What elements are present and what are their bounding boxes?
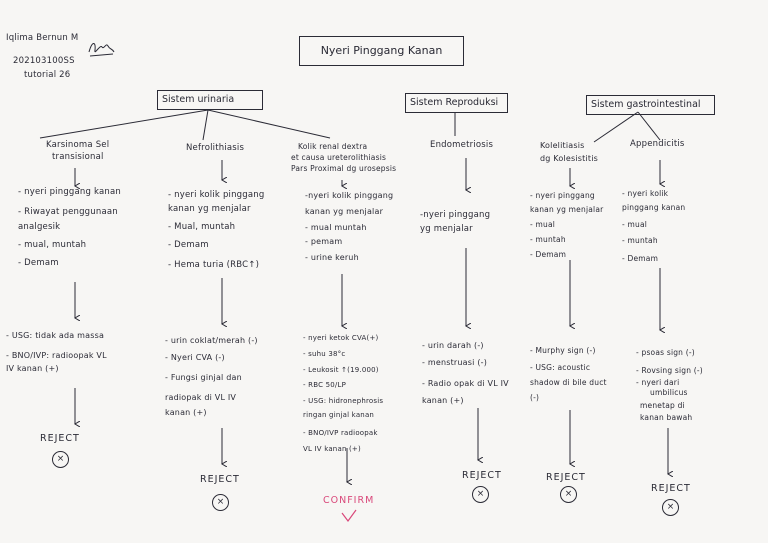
symptom-item: pinggang kanan <box>622 203 686 212</box>
symptom-item: - mual <box>622 220 648 229</box>
diagnosis-name: Karsinoma Sel <box>46 140 110 150</box>
symptom-item: -nyeri kolik pinggang <box>305 191 394 200</box>
symptom-item: - Riwayat penggunaan <box>18 207 118 217</box>
verdict-label: REJECT <box>651 483 691 494</box>
finding-item: - psoas sign (-) <box>636 348 695 357</box>
finding-item: menetap di <box>640 401 685 410</box>
symptom-item: - Demam <box>168 240 209 250</box>
finding-item: - Radio opak di VL IV <box>422 379 509 388</box>
author-id: 202103100SS <box>13 56 75 66</box>
system-reproduksi-box: Sistem Reproduksi <box>405 93 508 113</box>
finding-item: VL IV kanan (+) <box>303 445 361 453</box>
diagnosis-name: transisional <box>52 152 104 162</box>
reject-circle-icon: × <box>472 486 489 503</box>
diagnosis-name: Appendicitis <box>630 139 685 149</box>
symptom-item: - Demam <box>622 254 659 263</box>
finding-item: kanan (+) <box>422 396 464 405</box>
diagnosis-name: et causa ureterolithiasis <box>291 153 387 162</box>
symptom-item: kanan yg menjalar <box>305 207 384 216</box>
finding-item: - Fungsi ginjal dan <box>165 373 242 382</box>
symptom-item: - nyeri kolik <box>622 189 669 198</box>
finding-item: - RBC 50/LP <box>303 381 346 389</box>
symptom-item: - muntah <box>530 235 566 244</box>
finding-item: - Murphy sign (-) <box>530 346 596 355</box>
verdict-label: REJECT <box>462 470 502 481</box>
symptom-item: yg menjalar <box>420 224 473 234</box>
verdict-label: REJECT <box>546 472 586 483</box>
finding-item: IV kanan (+) <box>6 364 59 373</box>
finding-item: - BNO/IVP: radioopak VL <box>6 351 107 360</box>
symptom-item: - Demam <box>530 250 567 259</box>
finding-item: - urin coklat/merah (-) <box>165 336 258 345</box>
diagnosis-name: Pars Proximal dg urosepsis <box>291 164 397 173</box>
diagnosis-name: Nefrolithiasis <box>186 143 245 153</box>
symptom-item: - mual, muntah <box>18 240 87 250</box>
finding-item: umbilicus <box>650 388 688 397</box>
symptom-item: -nyeri pinggang <box>420 210 491 220</box>
symptom-item: - nyeri kolik pinggang <box>168 190 265 200</box>
symptom-item: kanan yg menjalar <box>530 205 604 214</box>
finding-item: - suhu 38°c <box>303 350 346 358</box>
symptom-item: - nyeri pinggang <box>530 191 595 200</box>
verdict-label: REJECT <box>200 474 240 485</box>
signature-icon <box>88 43 115 57</box>
symptom-item: - nyeri pinggang kanan <box>18 187 121 197</box>
reject-circle-icon: × <box>212 494 229 511</box>
reject-circle-icon: × <box>560 486 577 503</box>
finding-item: - Rovsing sign (-) <box>636 366 703 375</box>
finding-item: - BNO/IVP radioopak <box>303 429 378 437</box>
symptom-item: - muntah <box>622 236 658 245</box>
finding-item: - nyeri ketok CVA(+) <box>303 334 379 342</box>
finding-item: - USG: tidak ada massa <box>6 331 105 340</box>
reject-circle-icon: × <box>662 499 679 516</box>
verdict-label: CONFIRM <box>323 495 375 506</box>
verdict-label: REJECT <box>40 433 80 444</box>
finding-item: - menstruasi (-) <box>422 358 488 367</box>
finding-item: - Leukosit ↑(19.000) <box>303 366 379 374</box>
finding-item: - USG: hidronephrosis <box>303 397 384 405</box>
symptom-item: analgesik <box>18 222 61 232</box>
symptom-item: - Demam <box>18 258 59 268</box>
finding-item: ringan ginjal kanan <box>303 411 375 419</box>
finding-item: (-) <box>530 393 540 402</box>
author-tutorial: tutorial 26 <box>24 70 71 80</box>
finding-item: kanan (+) <box>165 408 207 417</box>
reject-circle-icon: × <box>52 451 69 468</box>
symptom-item: - urine keruh <box>305 253 359 262</box>
symptom-item: - mual muntah <box>305 223 367 232</box>
system-urinaria-box: Sistem urinaria <box>157 90 263 110</box>
finding-item: kanan bawah <box>640 413 693 422</box>
finding-item: - USG: acoustic <box>530 363 591 372</box>
author-name: Iqlima Bernun M <box>6 33 79 43</box>
diagnosis-name: Kolelitiasis <box>540 141 585 150</box>
symptom-item: kanan yg menjalar <box>168 204 251 214</box>
finding-item: shadow di bile duct <box>530 378 607 387</box>
system-gastro-box: Sistem gastrointestinal <box>586 95 715 115</box>
finding-item: - Nyeri CVA (-) <box>165 353 225 362</box>
symptom-item: - Mual, muntah <box>168 222 236 232</box>
symptom-item: - Hema turia (RBC↑) <box>168 260 260 270</box>
page-title: Nyeri Pinggang Kanan <box>299 36 464 66</box>
finding-item: - nyeri dari <box>636 378 680 387</box>
check-icon <box>341 509 357 523</box>
finding-item: radiopak di VL IV <box>165 393 237 402</box>
symptom-item: - pemam <box>305 237 343 246</box>
diagnosis-name: Kolik renal dextra <box>298 142 368 151</box>
diagnosis-name: dg Kolesistitis <box>540 154 599 163</box>
symptom-item: - mual <box>530 220 556 229</box>
finding-item: - urin darah (-) <box>422 341 484 350</box>
diagnosis-name: Endometriosis <box>430 140 494 150</box>
